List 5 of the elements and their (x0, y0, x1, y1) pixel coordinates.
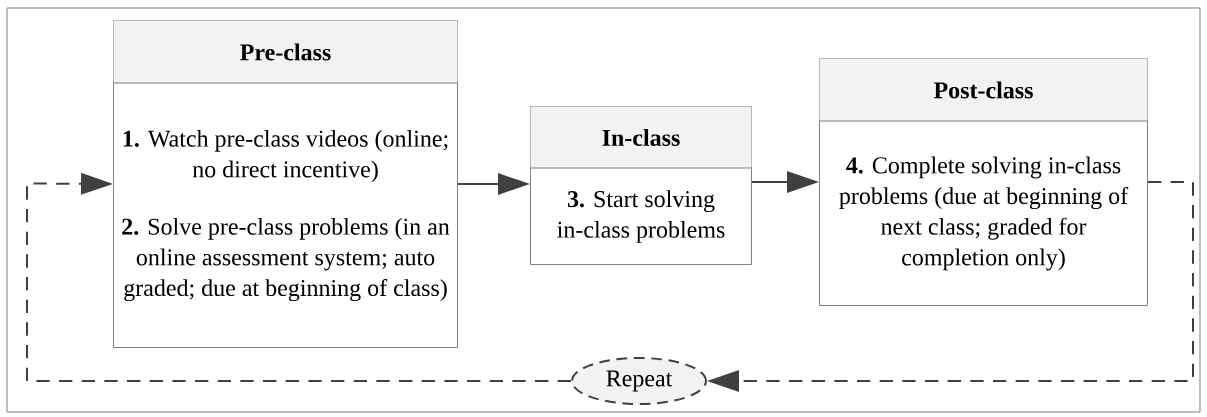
stage-box: In-class 3. Start solving in-class problems (529, 106, 753, 265)
stage-box: Pre-class 1. Watch pre-class videos (online; no direct incentive) 2. Solve pre-class problems (in an online assessment system; auto graded; due at beginning of class) (112, 20, 459, 348)
dashed-arrow (26, 172, 572, 382)
oval-node: Repeat (571, 357, 707, 405)
stage-box: Post-class 4. Complete solving in-class problems (due at beginning of next class; graded for completion only) (818, 58, 1149, 306)
